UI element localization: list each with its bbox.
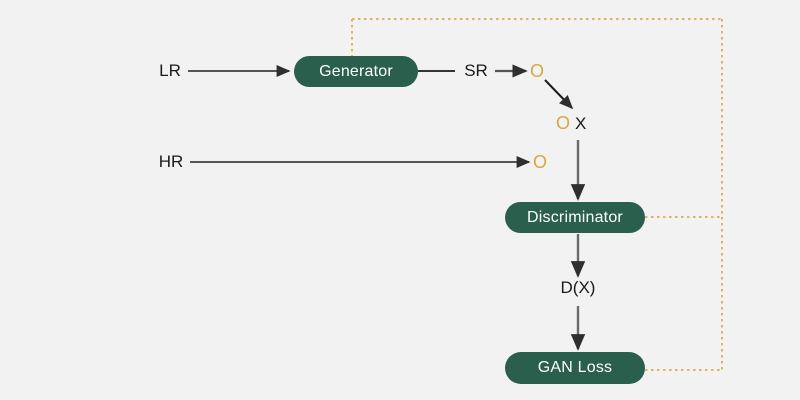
label-lr: LR [159,61,181,80]
label-sr: SR [464,61,488,80]
node-discriminator[interactable]: Discriminator [505,202,645,233]
node-generator[interactable]: Generator [294,56,418,87]
label-dx: D(X) [560,278,596,297]
node-generator-label: Generator [319,62,393,80]
marker-combined-o: O [556,113,571,133]
node-gan-loss[interactable]: GAN Loss [505,352,645,384]
arrow-sr-o-to-combined [544,79,574,110]
marker-combined-ox: O X [556,113,586,134]
marker-hr-output-o: O [532,151,547,172]
node-gan-loss-label: GAN Loss [537,359,613,376]
marker-sr-output-o: O [529,60,544,81]
label-hr: HR [158,152,184,171]
node-discriminator-label: Discriminator [527,208,623,226]
label-x: X [575,113,587,133]
